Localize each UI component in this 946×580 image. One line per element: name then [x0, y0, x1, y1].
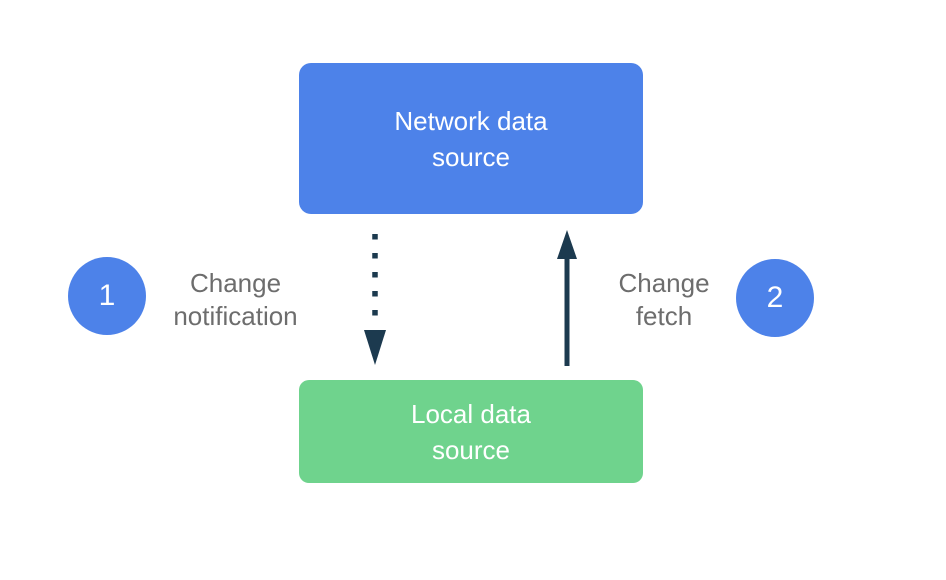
change-fetch-solid-up-arrow-icon	[557, 230, 577, 366]
local-data-source-node: Local data source	[299, 380, 643, 483]
change-fetch-label: Change fetch	[589, 267, 739, 333]
local-label-line-2: source	[431, 434, 511, 465]
step-2-number: 2	[766, 281, 784, 314]
local-data-source-label: Local data source	[411, 396, 531, 468]
network-label-line-1: Network data	[394, 105, 548, 136]
network-label-line-2: source	[431, 141, 511, 172]
step-1-number: 1	[98, 279, 116, 312]
network-data-source-label: Network data source	[394, 103, 547, 175]
change-notification-label: Change notification	[148, 267, 323, 333]
change-notification-line-1: Change	[189, 268, 282, 298]
local-label-line-1: Local data	[411, 398, 531, 429]
change-fetch-line-1: Change	[618, 268, 710, 298]
up-arrowhead	[557, 230, 577, 259]
change-fetch-line-2: fetch	[635, 301, 693, 331]
step-1-badge: 1	[68, 257, 146, 335]
change-notification-dotted-down-arrow-icon	[364, 234, 386, 365]
network-data-source-node: Network data source	[299, 63, 643, 214]
change-notification-line-2: notification	[173, 301, 298, 331]
down-arrowhead	[364, 330, 386, 365]
step-2-badge: 2	[736, 259, 814, 337]
